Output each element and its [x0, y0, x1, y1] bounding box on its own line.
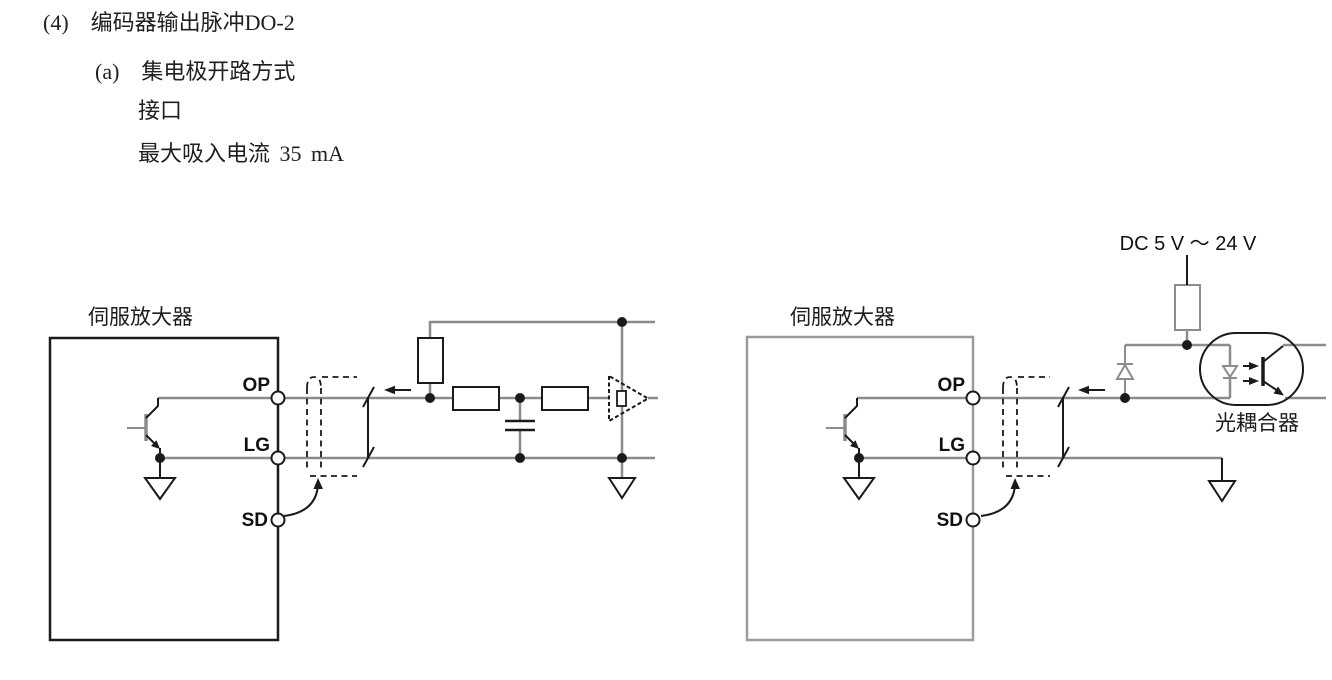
left-op-terminal [270, 390, 286, 406]
left-lg-label: LG [244, 435, 270, 456]
left-emitter-ground [143, 477, 177, 501]
heading-interface: 接口 [138, 98, 183, 123]
right-sd-label: SD [937, 510, 963, 531]
left-series-resistor-1 [452, 386, 500, 411]
left-gate-ground [607, 477, 637, 500]
right-junction-1 [1120, 393, 1130, 403]
right-protection-diode [1115, 345, 1135, 398]
left-sd-label: SD [242, 510, 268, 531]
left-filter-capacitor [505, 419, 535, 432]
left-servo-amp-label: 伺服放大器 [88, 305, 193, 329]
right-junction-2 [1182, 340, 1192, 350]
heading-max-current: 最大吸入电流 35 mA [138, 141, 345, 166]
right-sd-arrowhead [1010, 478, 1020, 489]
right-lg-terminal [965, 450, 981, 466]
left-junction-2 [617, 317, 627, 327]
left-cable-break [362, 386, 375, 468]
right-op-terminal [965, 390, 981, 406]
left-sd-terminal [270, 512, 286, 528]
right-servo-amp-label: 伺服放大器 [790, 305, 895, 329]
right-phototransistor [1261, 345, 1284, 396]
left-cable-shield [306, 376, 357, 477]
right-emitter-ground [842, 477, 876, 501]
left-junction-4 [515, 453, 525, 463]
right-lg-ground [1207, 480, 1237, 503]
right-sd-shield-link [980, 484, 1016, 517]
right-supply-label: DC 5 V ～ 24 V [1120, 233, 1257, 255]
left-buffer-gate [608, 374, 651, 423]
left-junction-1 [425, 393, 435, 403]
left-lg-terminal [270, 450, 286, 466]
heading-encoder-output-pulse: (4) 编码器输出脉冲DO-2 [43, 10, 295, 35]
right-sd-terminal [965, 512, 981, 528]
left-diagram: 伺服放大器 [48, 305, 658, 642]
left-junction-5 [617, 453, 627, 463]
right-optocoupler [1199, 332, 1304, 406]
right-lg-label: LG [939, 435, 965, 456]
heading-open-collector: (a) 集电极开路方式 [95, 59, 296, 84]
right-light-arrows [1243, 362, 1259, 385]
left-op-label: OP [243, 375, 271, 396]
right-signal-arrow [1078, 385, 1105, 395]
right-optocoupler-label: 光耦合器 [1215, 411, 1299, 435]
left-signal-arrow [384, 385, 411, 395]
right-cable-break [1057, 386, 1070, 468]
right-supply-resistor [1174, 284, 1201, 331]
left-series-resistor-2 [541, 386, 589, 411]
right-diagram: 伺服放大器 [745, 233, 1326, 642]
left-pullup-resistor [417, 337, 444, 384]
left-junction-3 [515, 393, 525, 403]
left-sd-shield-link [283, 484, 319, 517]
right-op-label: OP [938, 375, 966, 396]
right-cable-shield [1002, 376, 1050, 477]
left-sd-arrowhead [313, 478, 323, 489]
right-led [1221, 365, 1239, 379]
